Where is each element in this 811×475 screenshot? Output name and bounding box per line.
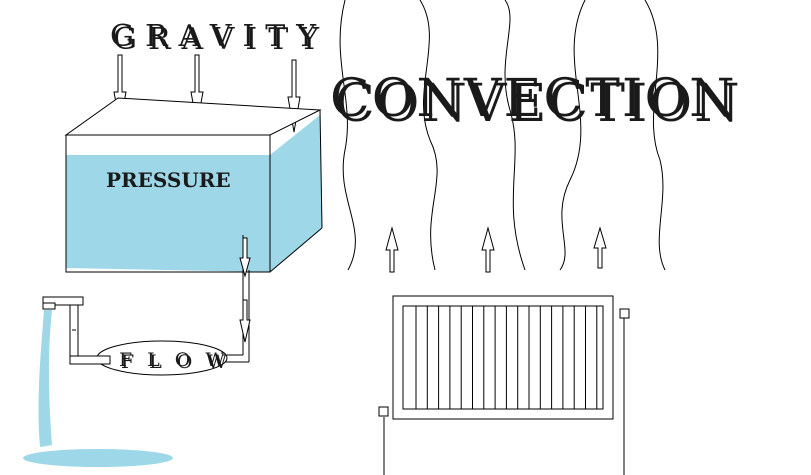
up-arrow-icon bbox=[593, 226, 607, 269]
air-current-4 bbox=[559, 0, 586, 271]
tank-water-side bbox=[270, 115, 322, 272]
up-arrow-icon bbox=[385, 226, 399, 273]
radiator-panel bbox=[402, 305, 604, 410]
down-arrow-icon bbox=[239, 299, 251, 343]
heat-arrows bbox=[385, 226, 607, 273]
water-tank-icon: PRESSURE bbox=[64, 97, 323, 273]
flow-arrows bbox=[239, 237, 251, 343]
radiator-valve-right bbox=[619, 308, 630, 319]
tank-top bbox=[64, 97, 322, 136]
flow-label-shadow: FLOW bbox=[121, 351, 242, 373]
convection-label: CONVECTION bbox=[330, 69, 737, 129]
convection-label-shadow: CONVECTION bbox=[335, 74, 742, 134]
tank-water-front bbox=[66, 155, 270, 272]
up-arrow-icon bbox=[481, 226, 495, 273]
convection-title: CONVECTION CONVECTION bbox=[330, 69, 742, 134]
tank-front-outline bbox=[65, 134, 271, 273]
air-current-1 bbox=[339, 0, 356, 271]
air-current-5 bbox=[644, 0, 666, 271]
tank-back-edge bbox=[319, 109, 323, 229]
tap-icon bbox=[42, 296, 111, 365]
pressure-label: PRESSURE bbox=[106, 168, 231, 192]
flow-label: FLOW bbox=[119, 349, 240, 371]
radiator-valve-left bbox=[378, 406, 389, 417]
down-arrow-icon bbox=[239, 237, 251, 278]
water-puddle bbox=[23, 449, 173, 467]
air-current-3 bbox=[504, 0, 526, 271]
air-current-2 bbox=[419, 0, 438, 271]
radiator-frame bbox=[392, 295, 614, 420]
gravity-label: GRAVITY bbox=[110, 19, 327, 54]
radiator-icon bbox=[378, 295, 630, 475]
gravity-label-shadow: GRAVITY bbox=[113, 22, 330, 57]
convection-air-currents bbox=[339, 0, 666, 271]
water-stream bbox=[23, 310, 173, 467]
tank-bottom-edge bbox=[269, 227, 323, 273]
radiator-fins bbox=[415, 306, 598, 409]
